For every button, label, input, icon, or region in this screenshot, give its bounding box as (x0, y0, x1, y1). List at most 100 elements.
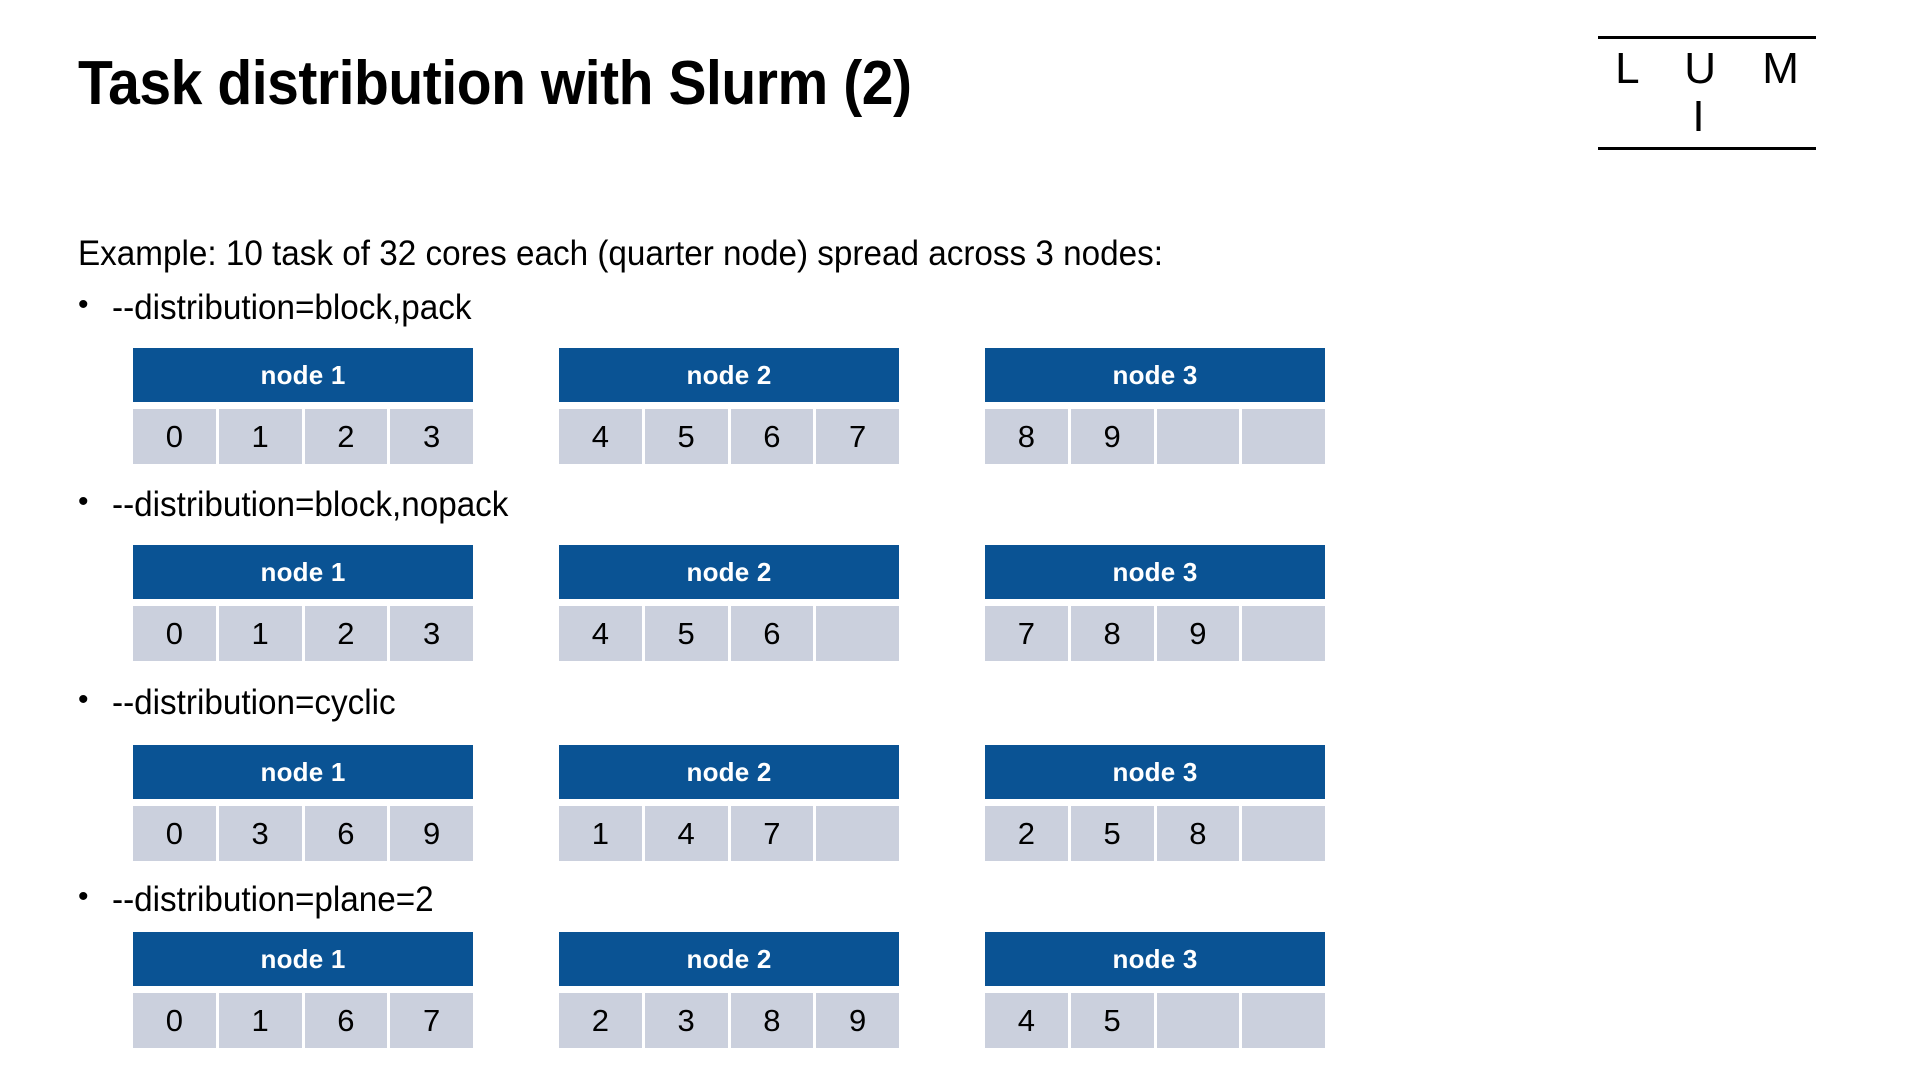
logo-rule-bottom (1598, 147, 1816, 150)
bullet-marker-icon: • (78, 880, 89, 913)
bullet-item-1: • --distribution=block,nopack (78, 485, 529, 525)
node-cell: 0 (133, 993, 216, 1048)
node-group-3: node 1 0 1 6 7 node 2 2 3 8 9 node 3 4 5 (133, 932, 1325, 1048)
node-cell: 6 (730, 409, 814, 464)
node-cell: 3 (644, 993, 728, 1048)
node-header: node 2 (559, 545, 899, 599)
bullet-label-3: --distribution=plane=2 (112, 880, 434, 919)
node-cell: 3 (218, 806, 302, 861)
node-header: node 1 (133, 745, 473, 799)
node-group-2: node 1 0 3 6 9 node 2 1 4 7 node 3 2 5 8 (133, 745, 1325, 861)
node-cell: 6 (304, 993, 388, 1048)
node-cell-row: 7 8 9 (985, 606, 1325, 661)
node-cell: 0 (133, 409, 216, 464)
node-cell (1242, 606, 1325, 661)
node-table-1-0: node 1 0 1 2 3 (133, 545, 473, 661)
node-header: node 3 (985, 932, 1325, 986)
node-cell-row: 0 1 2 3 (133, 606, 473, 661)
node-cell: 0 (133, 606, 216, 661)
node-group-1: node 1 0 1 2 3 node 2 4 5 6 node 3 7 8 9 (133, 545, 1325, 661)
node-cell: 3 (390, 606, 473, 661)
node-table-3-0: node 1 0 1 6 7 (133, 932, 473, 1048)
node-header: node 1 (133, 348, 473, 402)
node-table-3-1: node 2 2 3 8 9 (559, 932, 899, 1048)
node-header: node 3 (985, 348, 1325, 402)
node-cell: 3 (390, 409, 473, 464)
node-cell: 5 (1070, 806, 1154, 861)
node-cell: 7 (816, 409, 899, 464)
node-cell: 9 (390, 806, 473, 861)
node-cell: 6 (304, 806, 388, 861)
node-cell: 9 (1070, 409, 1154, 464)
lumi-logo: L U M I (1598, 36, 1816, 150)
node-cell-row: 2 5 8 (985, 806, 1325, 861)
node-cell: 7 (730, 806, 814, 861)
node-cell-row: 0 1 6 7 (133, 993, 473, 1048)
node-cell-row: 0 3 6 9 (133, 806, 473, 861)
node-cell-row: 2 3 8 9 (559, 993, 899, 1048)
bullet-label-2: --distribution=cyclic (112, 683, 396, 722)
node-table-3-2: node 3 4 5 (985, 932, 1325, 1048)
bullet-item-2: • --distribution=cyclic (78, 683, 411, 723)
node-header: node 2 (559, 932, 899, 986)
node-cell: 2 (985, 806, 1068, 861)
node-cell: 8 (1070, 606, 1154, 661)
node-table-0-1: node 2 4 5 6 7 (559, 348, 899, 464)
node-table-1-1: node 2 4 5 6 (559, 545, 899, 661)
node-cell: 7 (985, 606, 1068, 661)
node-cell: 8 (1156, 806, 1240, 861)
node-cell: 1 (218, 409, 302, 464)
node-header: node 1 (133, 545, 473, 599)
bullet-item-0: •--distribution=block,pack (78, 288, 490, 328)
bullet-marker-icon: • (78, 485, 89, 518)
node-header: node 1 (133, 932, 473, 986)
node-table-2-0: node 1 0 3 6 9 (133, 745, 473, 861)
node-cell (1242, 409, 1325, 464)
node-cell: 9 (816, 993, 899, 1048)
node-cell: 2 (304, 606, 388, 661)
node-cell: 4 (559, 606, 642, 661)
node-cell-row: 4 5 6 7 (559, 409, 899, 464)
node-table-2-1: node 2 1 4 7 (559, 745, 899, 861)
node-cell: 4 (644, 806, 728, 861)
node-cell: 1 (218, 993, 302, 1048)
node-cell (816, 606, 899, 661)
node-cell-row: 1 4 7 (559, 806, 899, 861)
page-title: Task distribution with Slurm (2) (78, 49, 912, 118)
node-table-2-2: node 3 2 5 8 (985, 745, 1325, 861)
node-cell (816, 806, 899, 861)
logo-rule-top (1598, 36, 1816, 39)
bullet-marker-icon: • (78, 288, 89, 321)
logo-wordmark: L U M I (1615, 44, 1816, 141)
node-cell: 8 (985, 409, 1068, 464)
node-cell: 9 (1156, 606, 1240, 661)
node-cell: 5 (644, 606, 728, 661)
node-cell: 5 (1070, 993, 1154, 1048)
node-cell: 8 (730, 993, 814, 1048)
node-cell-row: 8 9 (985, 409, 1325, 464)
node-cell (1156, 409, 1240, 464)
node-cell (1156, 993, 1240, 1048)
bullet-label-1: --distribution=block,nopack (112, 485, 509, 524)
node-header: node 3 (985, 545, 1325, 599)
node-cell: 2 (559, 993, 642, 1048)
node-header: node 2 (559, 348, 899, 402)
bullet-marker-icon: • (78, 683, 89, 716)
node-cell: 5 (644, 409, 728, 464)
node-cell-row: 0 1 2 3 (133, 409, 473, 464)
node-cell: 4 (559, 409, 642, 464)
node-cell: 4 (985, 993, 1068, 1048)
node-cell: 7 (390, 993, 473, 1048)
node-cell: 0 (133, 806, 216, 861)
node-header: node 2 (559, 745, 899, 799)
node-header: node 3 (985, 745, 1325, 799)
node-cell (1242, 806, 1325, 861)
node-group-0: node 1 0 1 2 3 node 2 4 5 6 7 node 3 8 9 (133, 348, 1325, 464)
node-table-1-2: node 3 7 8 9 (985, 545, 1325, 661)
node-cell: 6 (730, 606, 814, 661)
node-cell (1242, 993, 1325, 1048)
node-cell: 1 (559, 806, 642, 861)
node-cell-row: 4 5 (985, 993, 1325, 1048)
node-table-0-0: node 1 0 1 2 3 (133, 348, 473, 464)
node-cell: 1 (218, 606, 302, 661)
